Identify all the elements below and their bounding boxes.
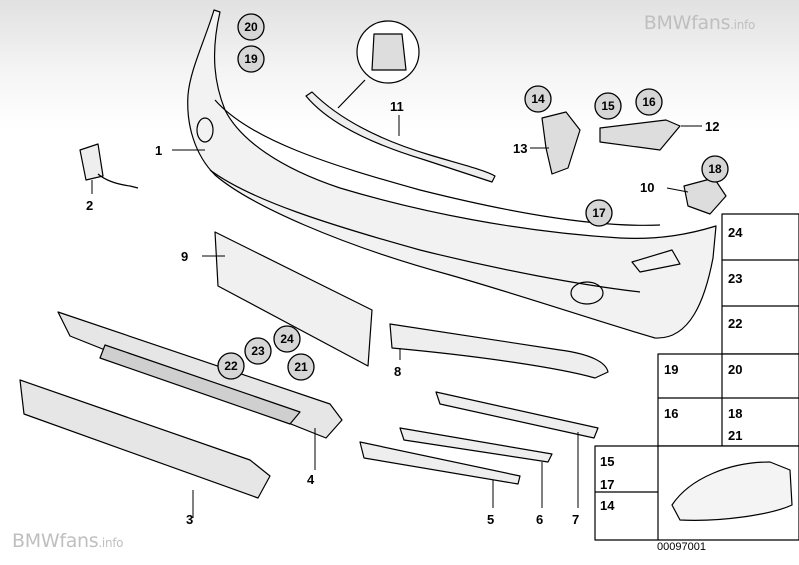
watermark-bottom: BMWfans.info [12, 530, 124, 552]
badge-number: 19 [244, 52, 258, 66]
deflector-6 [399, 427, 553, 463]
bumper-lower-edge [209, 169, 641, 293]
badge-circle [701, 155, 729, 183]
box-label-21: 21 [728, 428, 742, 443]
car-silhouette [671, 461, 793, 521]
grille-mesh [99, 344, 301, 425]
badge-circle [287, 353, 315, 381]
part-label-6: 6 [536, 512, 543, 527]
part-label-4: 4 [307, 472, 315, 487]
box-label-24: 24 [728, 225, 743, 240]
badge-20: 20 [237, 13, 265, 41]
part-label-9: 9 [181, 249, 188, 264]
box-label-19: 19 [664, 362, 678, 377]
watermark-suffix: .info [98, 536, 124, 550]
part-label-1: 1 [155, 143, 162, 158]
clip-detail [371, 33, 407, 71]
badge-circle [524, 85, 552, 113]
badge-14: 14 [524, 85, 552, 113]
bracket-12 [599, 119, 681, 151]
box-label-23: 23 [728, 271, 742, 286]
part-label-2: 2 [86, 198, 93, 213]
badge-23: 23 [244, 337, 272, 365]
clip-leader [337, 79, 366, 109]
box-label-17: 17 [600, 477, 614, 492]
badge-number: 15 [601, 99, 615, 113]
badge-circle [273, 325, 301, 353]
badge-circle [217, 352, 245, 380]
badge-number: 18 [708, 162, 722, 176]
fog-hole-right [570, 281, 604, 305]
part-label-7: 7 [572, 512, 579, 527]
part-label-3: 3 [186, 512, 193, 527]
badge-circle [635, 88, 663, 116]
badge-circle [594, 92, 622, 120]
badge-22: 22 [217, 352, 245, 380]
tow-cover-strap [97, 173, 139, 189]
bracket-13 [541, 111, 581, 175]
deflector-5 [359, 441, 521, 485]
watermark-brand: BMWfans [643, 12, 731, 34]
diagram-id: 00097001 [657, 541, 706, 553]
badge-circle [237, 13, 265, 41]
box-label-14: 14 [600, 498, 615, 513]
air-deflector [389, 323, 609, 379]
watermark-suffix: .info [730, 18, 755, 32]
box-label-18: 18 [728, 406, 742, 421]
badge-17: 17 [585, 199, 613, 227]
badge-number: 21 [294, 360, 308, 374]
part-label-12: 12 [705, 119, 719, 134]
badge-21: 21 [287, 353, 315, 381]
badge-number: 22 [224, 359, 238, 373]
bumper-carrier-lower [19, 379, 271, 499]
badge-number: 16 [642, 95, 656, 109]
bracket-10 [683, 177, 727, 215]
parts-box-middle [657, 353, 799, 447]
part-label-10: 10 [640, 180, 654, 195]
badge-number: 24 [280, 332, 294, 346]
badge-number: 17 [592, 206, 606, 220]
license-plate-base [214, 231, 373, 367]
badge-circle [237, 45, 265, 73]
badge-circle [585, 199, 613, 227]
badge-circle [244, 337, 272, 365]
badge-number: 23 [251, 344, 265, 358]
watermark-brand: BMWfans [12, 530, 99, 552]
box-label-22: 22 [728, 316, 742, 331]
bumper-vent [631, 249, 681, 273]
box-label-20: 20 [728, 362, 742, 377]
watermark-top: BMWfans.info [643, 12, 756, 34]
deflector-7 [435, 391, 599, 439]
badge-15: 15 [594, 92, 622, 120]
part-label-11: 11 [390, 99, 404, 114]
box-label-15: 15 [600, 454, 614, 469]
part-label-13: 13 [513, 141, 527, 156]
badge-16: 16 [635, 88, 663, 116]
part-label-8: 8 [394, 364, 401, 379]
badge-24: 24 [273, 325, 301, 353]
part-label-5: 5 [487, 512, 494, 527]
badge-19: 19 [237, 45, 265, 73]
badge-18: 18 [701, 155, 729, 183]
box-label-16: 16 [664, 406, 678, 421]
badge-number: 20 [244, 20, 258, 34]
fog-hole-left [196, 117, 214, 143]
tow-hook-cover [79, 143, 104, 181]
badge-number: 14 [531, 92, 545, 106]
trim-strip [305, 91, 496, 183]
